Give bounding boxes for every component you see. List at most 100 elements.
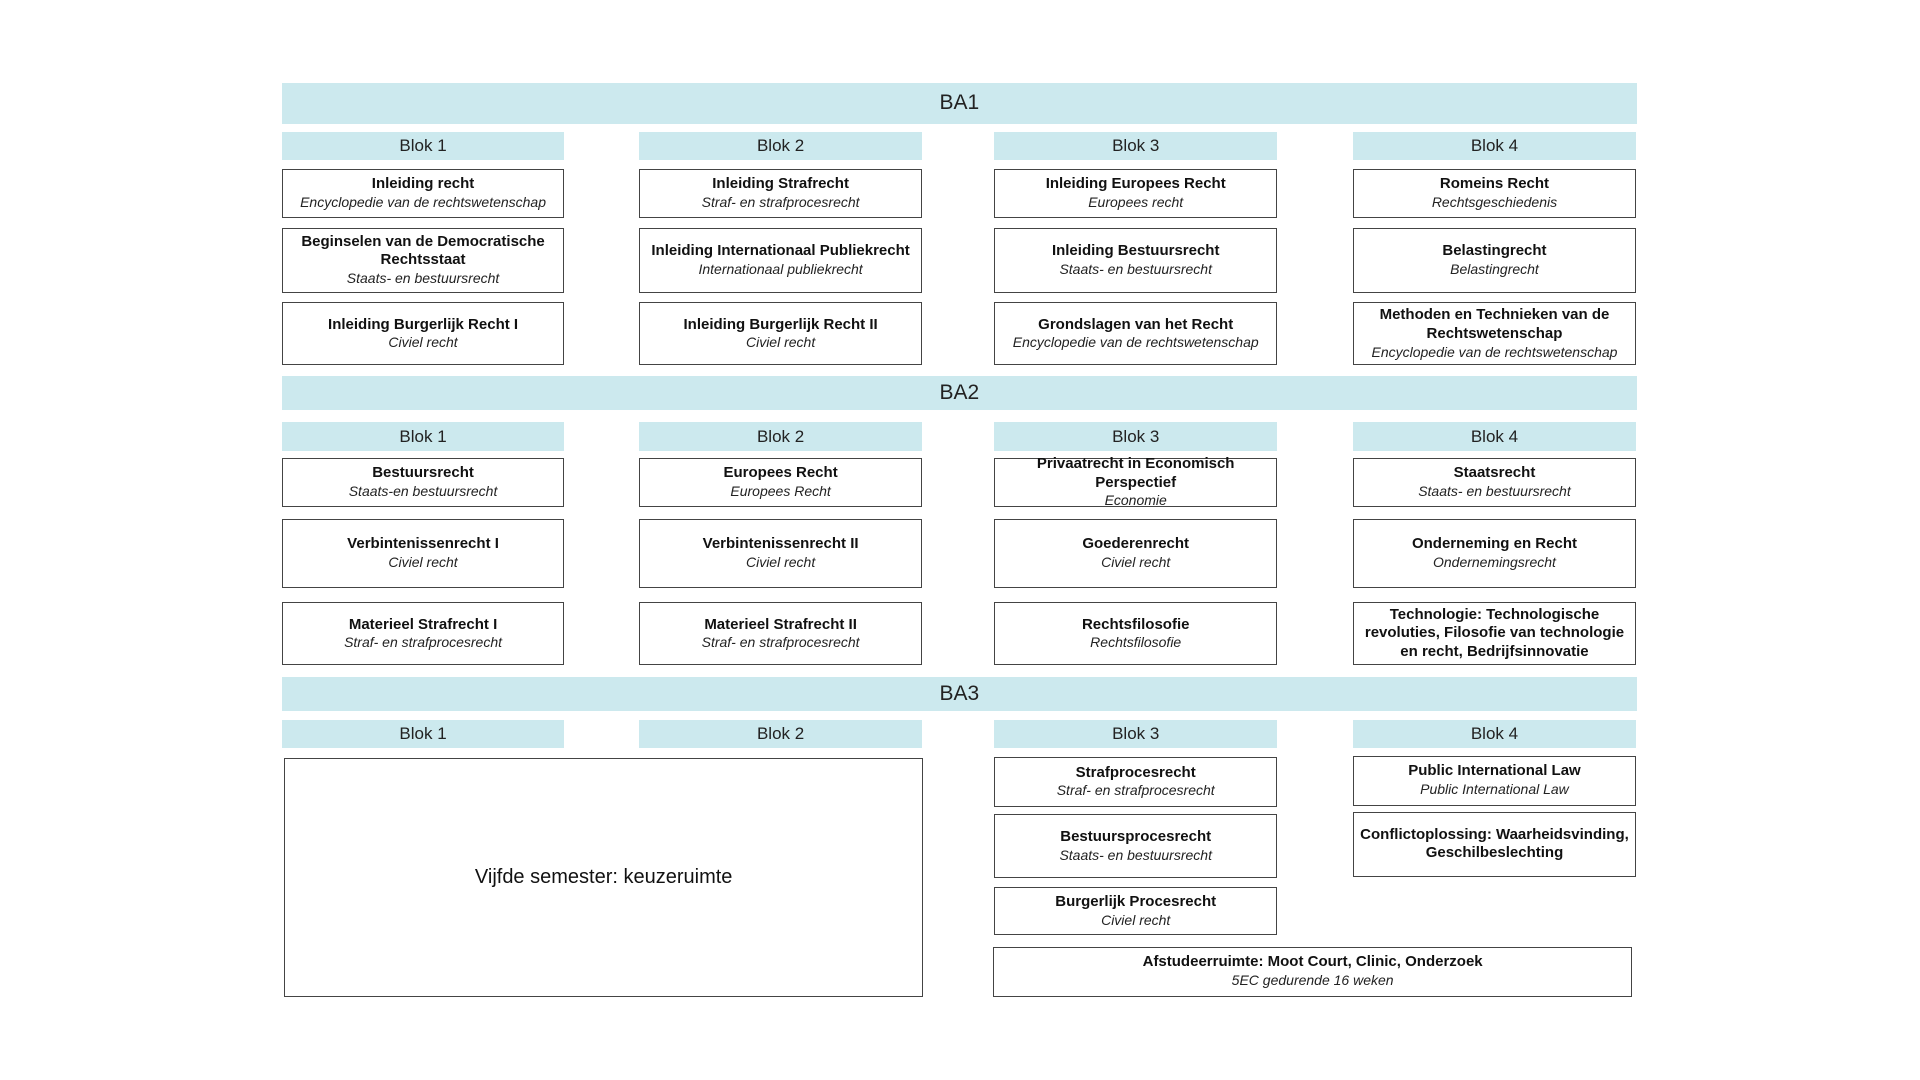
block-header-ba2-1: Blok 1 bbox=[281, 422, 565, 451]
course-card: Beginselen van de Democratische Rechtsst… bbox=[281, 227, 565, 293]
course-subtitle: Encyclopedie van de rechtswetenschap bbox=[1371, 343, 1618, 360]
course-title: Strafprocesrecht bbox=[1075, 763, 1196, 781]
course-title: Inleiding Internationaal Publiekrecht bbox=[651, 242, 910, 260]
thesis-box: Afstudeerruimte: Moot Court, Clinic, Ond… bbox=[993, 946, 1633, 997]
thesis-title: Afstudeerruimte: Moot Court, Clinic, Ond… bbox=[1142, 953, 1483, 971]
course-title: Inleiding Europees Recht bbox=[1045, 175, 1226, 193]
course-subtitle: Staats- en bestuursrecht bbox=[1059, 260, 1212, 277]
course-title: Grondslagen van het Recht bbox=[1038, 315, 1234, 333]
year-header-ba3: BA3 bbox=[281, 677, 1638, 712]
block-header-ba1-1: Blok 1 bbox=[281, 132, 565, 161]
block-header-ba3-2: Blok 2 bbox=[639, 720, 923, 749]
course-subtitle: Belastingrecht bbox=[1450, 260, 1539, 277]
block-header-ba3-1: Blok 1 bbox=[281, 720, 565, 749]
block-header-ba2-4: Blok 4 bbox=[1353, 422, 1636, 451]
block-header-ba1-2: Blok 2 bbox=[639, 132, 923, 161]
course-subtitle: Civiel recht bbox=[388, 334, 458, 351]
year-header-ba1: BA1 bbox=[281, 83, 1638, 124]
course-title: Bestuursrecht bbox=[372, 464, 474, 482]
course-title: Romeins Recht bbox=[1439, 175, 1550, 193]
course-subtitle: Internationaal publiekrecht bbox=[698, 260, 863, 277]
course-title: Verbintenissenrecht II bbox=[702, 535, 859, 553]
course-title: Rechtsfilosofie bbox=[1081, 615, 1190, 633]
course-title: Inleiding Burgerlijk Recht II bbox=[683, 315, 878, 333]
course-title: Inleiding Bestuursrecht bbox=[1051, 242, 1220, 260]
block-header-ba3-3: Blok 3 bbox=[994, 720, 1278, 749]
course-title: Privaatrecht in Economisch Perspectief bbox=[1036, 454, 1235, 491]
course-subtitle: Public International Law bbox=[1420, 781, 1569, 798]
course-subtitle: Staats- en bestuursrecht bbox=[346, 270, 500, 287]
course-subtitle: Ondernemingsrecht bbox=[1432, 554, 1556, 571]
course-title: Belastingrecht bbox=[1442, 242, 1547, 260]
course-subtitle: Civiel recht bbox=[745, 334, 816, 351]
course-title: Beginselen van de Democratische Rechtsst… bbox=[301, 232, 545, 269]
course-card: Methoden en Technieken van de Rechtswete… bbox=[1353, 302, 1636, 365]
course-subtitle: Civiel recht bbox=[1101, 911, 1171, 928]
course-subtitle: Straf- en strafprocesrecht bbox=[701, 194, 860, 211]
course-title: Burgerlijk Procesrecht bbox=[1055, 892, 1217, 910]
course-subtitle: Rechtsgeschiedenis bbox=[1431, 194, 1558, 211]
block-header-ba2-2: Blok 2 bbox=[639, 422, 923, 451]
course-title: Inleiding Strafrecht bbox=[712, 175, 849, 193]
course-title: Materieel Strafrecht II bbox=[704, 615, 857, 633]
course-title: Goederenrecht bbox=[1082, 535, 1190, 553]
course-card: Technologie: Technologische revoluties, … bbox=[1353, 602, 1636, 665]
course-subtitle: Civiel recht bbox=[745, 554, 816, 571]
elective-semester-box: Vijfde semester: keuzeruimte bbox=[284, 757, 924, 997]
course-title: Inleiding Burgerlijk Recht I bbox=[328, 315, 519, 333]
course-subtitle: Economie bbox=[1104, 492, 1167, 509]
course-title: Public International Law bbox=[1408, 762, 1581, 780]
block-header-ba3-4: Blok 4 bbox=[1353, 720, 1636, 749]
course-subtitle: Straf- en strafprocesrecht bbox=[1056, 782, 1215, 799]
course-subtitle: Rechtsfilosofie bbox=[1090, 634, 1182, 651]
course-subtitle: Civiel recht bbox=[388, 554, 458, 571]
course-subtitle: Europees recht bbox=[1088, 194, 1184, 211]
course-title: Technologie: Technologische revoluties, … bbox=[1364, 605, 1625, 661]
elective-title: Vijfde semester: keuzeruimte bbox=[474, 865, 733, 888]
course-subtitle: Encyclopedie van de rechtswetenschap bbox=[1012, 334, 1259, 351]
block-header-ba1-4: Blok 4 bbox=[1353, 132, 1636, 161]
course-title: Methoden en Technieken van de Rechtswete… bbox=[1379, 306, 1610, 342]
course-subtitle: Civiel recht bbox=[1101, 554, 1171, 571]
course-subtitle: Staats- en bestuursrecht bbox=[1418, 483, 1571, 500]
course-title: Staatsrecht bbox=[1453, 464, 1536, 482]
course-subtitle: Straf- en strafprocesrecht bbox=[344, 634, 503, 651]
course-title: Verbintenissenrecht I bbox=[347, 535, 499, 553]
course-subtitle: Europees Recht bbox=[730, 483, 831, 500]
year-header-ba2: BA2 bbox=[281, 375, 1638, 411]
course-subtitle: Staats-en bestuursrecht bbox=[348, 483, 498, 500]
course-title: Conflictoplossing: Waarheidsvinding, Ges… bbox=[1360, 825, 1629, 862]
course-title: Onderneming en Recht bbox=[1411, 535, 1577, 553]
course-title: Inleiding recht bbox=[371, 175, 475, 193]
course-subtitle: Staats- en bestuursrecht bbox=[1059, 846, 1212, 863]
block-header-ba1-3: Blok 3 bbox=[994, 132, 1278, 161]
course-card: Conflictoplossing: Waarheidsvinding, Ges… bbox=[1353, 811, 1636, 877]
course-subtitle: Encyclopedie van de rechtswetenschap bbox=[300, 194, 547, 211]
course-title: Bestuursprocesrecht bbox=[1060, 827, 1212, 845]
course-title: Materieel Strafrecht I bbox=[348, 615, 498, 633]
thesis-subtitle: 5EC gedurende 16 weken bbox=[1231, 972, 1394, 989]
